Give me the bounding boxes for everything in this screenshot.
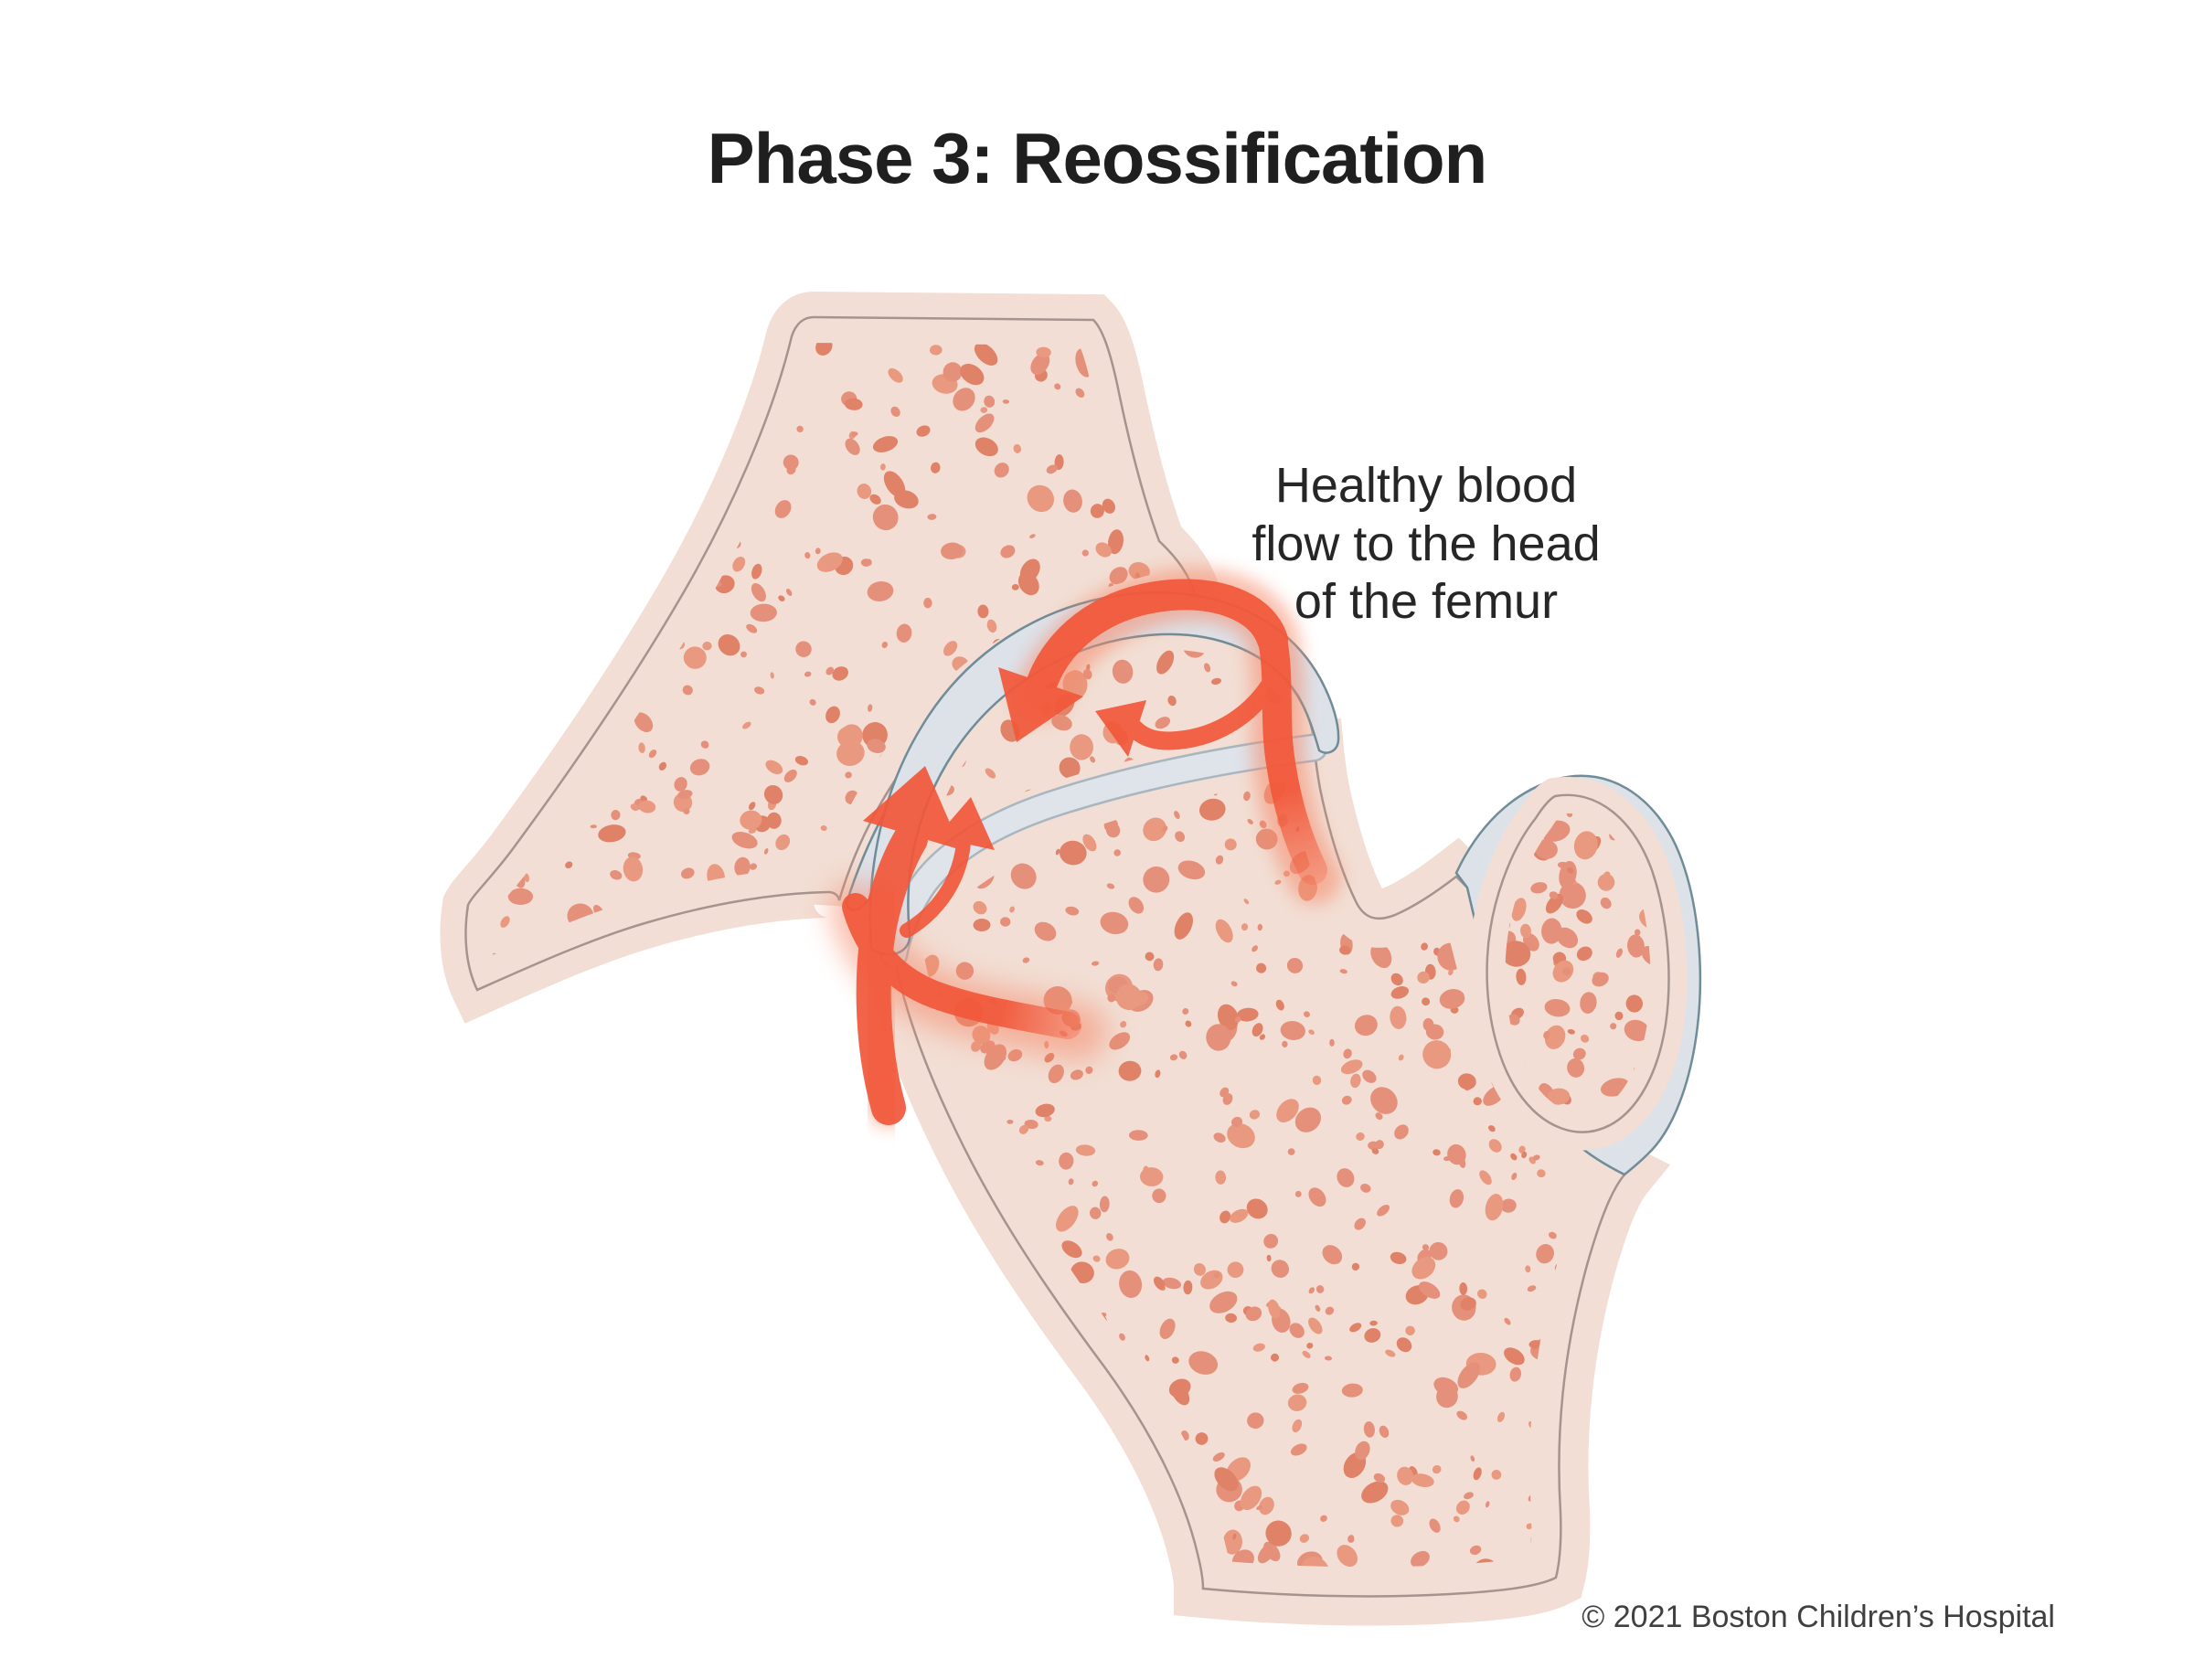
thin-arrowhead: [936, 797, 995, 850]
curl-branch: [1126, 665, 1285, 750]
page-title: Phase 3: Reossification: [707, 118, 1488, 198]
blood-flow-label-line3: of the femur: [1294, 574, 1559, 630]
ascending-arrowhead: [863, 766, 962, 850]
blood-flow-label: Healthy blood flow to the head of the fe…: [1243, 457, 1609, 632]
blood-flow-arrows: [842, 579, 1327, 1125]
main-arrowhead: [998, 667, 1083, 742]
ascending-artery: [856, 822, 928, 1125]
main-artery-loop: [1025, 579, 1288, 703]
copyright-notice: © 2021 Boston Children’s Hospital: [1582, 1600, 2055, 1634]
blood-flow-label-line1: Healthy blood: [1274, 458, 1578, 513]
neck-vessel: [1258, 625, 1327, 885]
thin-ascending-artery: [900, 832, 971, 938]
curl-arrowhead: [1095, 700, 1146, 757]
greater-trochanter: [1477, 774, 1677, 1143]
blood-flow-label-line2: flow to the head: [1251, 516, 1601, 571]
